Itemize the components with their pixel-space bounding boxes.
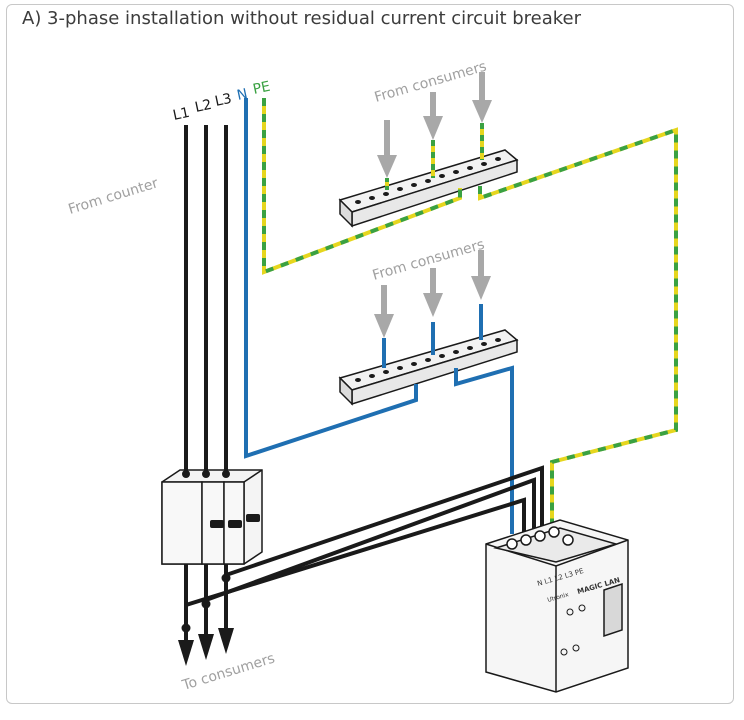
label-l1: L1 xyxy=(172,105,192,124)
consumer-arrows-top xyxy=(377,72,492,178)
label-from-consumers-mid: From consumers xyxy=(371,237,487,284)
diagram-title: A) 3-phase installation without residual… xyxy=(22,8,582,29)
label-l3: L3 xyxy=(214,91,234,110)
consumer-arrows-mid xyxy=(374,250,491,338)
junction-dots xyxy=(181,573,231,633)
circuit-breakers xyxy=(161,469,263,565)
neutral-wiring xyxy=(244,98,514,534)
n-terminal-bar xyxy=(338,329,519,406)
to-consumer-arrows xyxy=(178,628,234,666)
label-from-counter: From counter xyxy=(66,175,160,218)
pe-wiring xyxy=(262,98,678,528)
label-l2: L2 xyxy=(194,97,214,116)
magic-lan-device xyxy=(485,519,629,693)
label-to-consumers: To consumers xyxy=(180,651,277,695)
label-pe: PE xyxy=(252,79,272,98)
pe-terminal-bar xyxy=(338,149,519,228)
label-n: N xyxy=(236,86,250,104)
